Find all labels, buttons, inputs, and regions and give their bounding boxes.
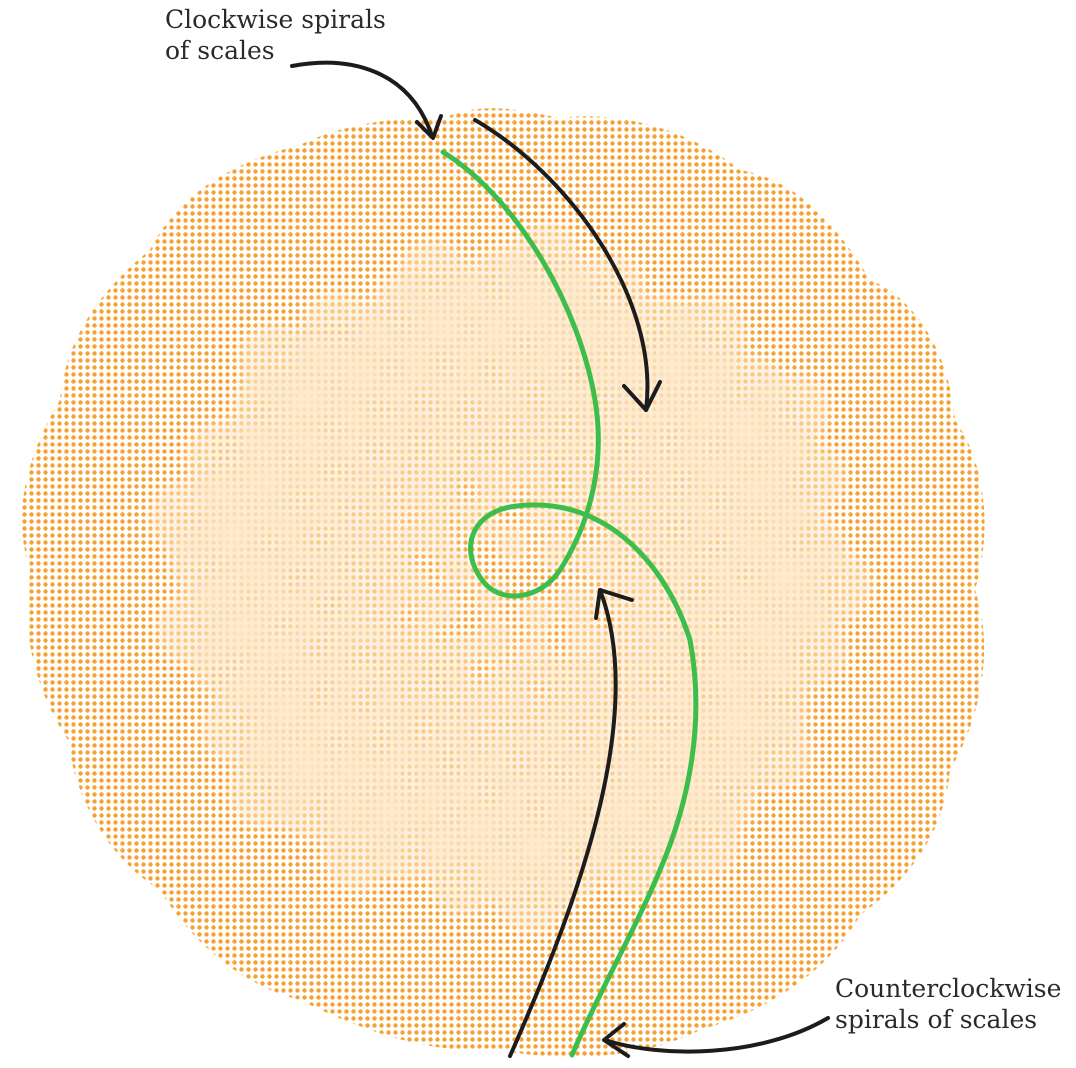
clockwise-label-line-1: Clockwise spirals [165,4,386,35]
counterclockwise-label-line-1: Counterclockwise [835,973,1061,1004]
clockwise-spirals-label: Clockwise spirals of scales [165,4,386,66]
clockwise-label-line-2: of scales [165,35,386,66]
counterclockwise-label-line-2: spirals of scales [835,1004,1061,1035]
counterclockwise-spirals-label: Counterclockwise spirals of scales [835,973,1061,1035]
